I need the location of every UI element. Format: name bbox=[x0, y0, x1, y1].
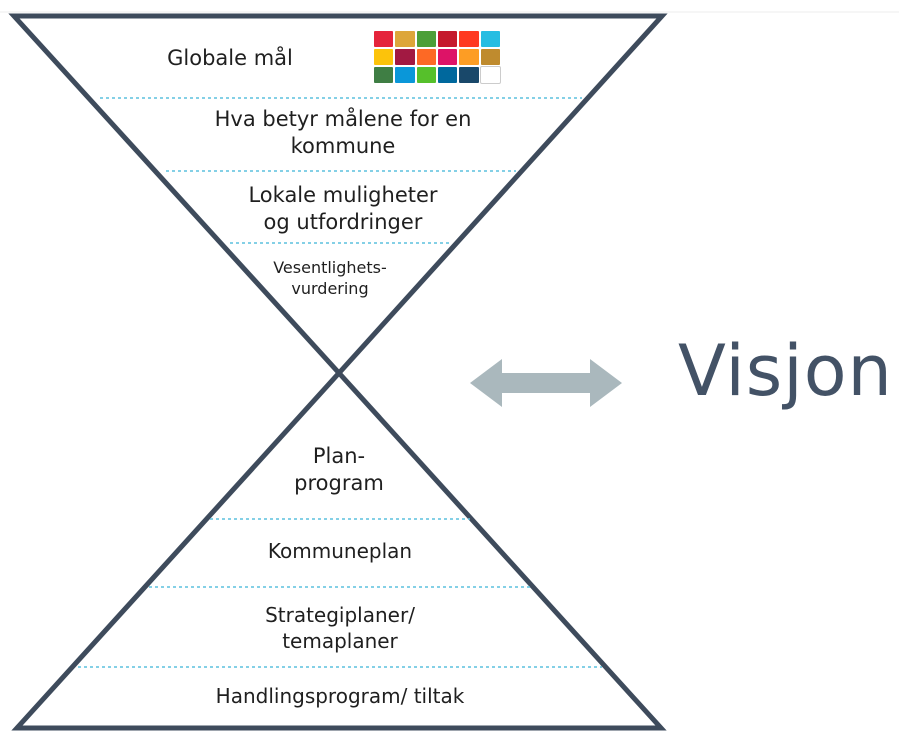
sdg-goal-tile bbox=[479, 66, 502, 84]
level-strategy-plans: Strategiplaner/ temaplaner bbox=[265, 603, 415, 653]
sdg-goal-tile bbox=[438, 49, 458, 65]
level-action-program: Handlingsprogram/ tiltak bbox=[215, 684, 465, 708]
sdg-goal-tile bbox=[416, 67, 436, 83]
vision-label: Visjon bbox=[678, 330, 893, 412]
sdg-goal-tile bbox=[374, 31, 394, 47]
sdg-goal-tile bbox=[459, 67, 479, 83]
level-planning-program: Plan- program bbox=[294, 444, 384, 496]
sdg-goal-tile bbox=[416, 31, 436, 47]
sdg-goal-tile bbox=[459, 49, 479, 65]
sdg-goal-tile bbox=[480, 31, 500, 47]
sdg-goal-tile bbox=[374, 49, 394, 65]
level-materiality-assessment: Vesentlighets- vurdering bbox=[273, 258, 387, 298]
sdg-goal-tile bbox=[395, 67, 415, 83]
sdg-goal-tile bbox=[480, 49, 500, 65]
sdg-goal-tile bbox=[459, 31, 479, 47]
sdg-goals-icon bbox=[374, 31, 502, 84]
sdg-goal-tile bbox=[438, 31, 458, 47]
sdg-goal-tile bbox=[416, 49, 436, 65]
sdg-goal-tile bbox=[438, 67, 458, 83]
sdg-goal-tile bbox=[395, 31, 415, 47]
level-local-opportunities: Lokale muligheter og utfordringer bbox=[248, 183, 438, 235]
sdg-goal-tile bbox=[395, 49, 415, 65]
top-triangle bbox=[8, 13, 668, 377]
level-meaning-for-municipality: Hva betyr målene for en kommune bbox=[214, 107, 472, 159]
level-global-goals: Globale mål bbox=[167, 46, 293, 70]
double-arrow-icon bbox=[470, 359, 622, 407]
sdg-goal-tile bbox=[374, 67, 394, 83]
level-municipal-plan: Kommuneplan bbox=[267, 539, 413, 563]
bottom-triangle bbox=[11, 369, 667, 731]
